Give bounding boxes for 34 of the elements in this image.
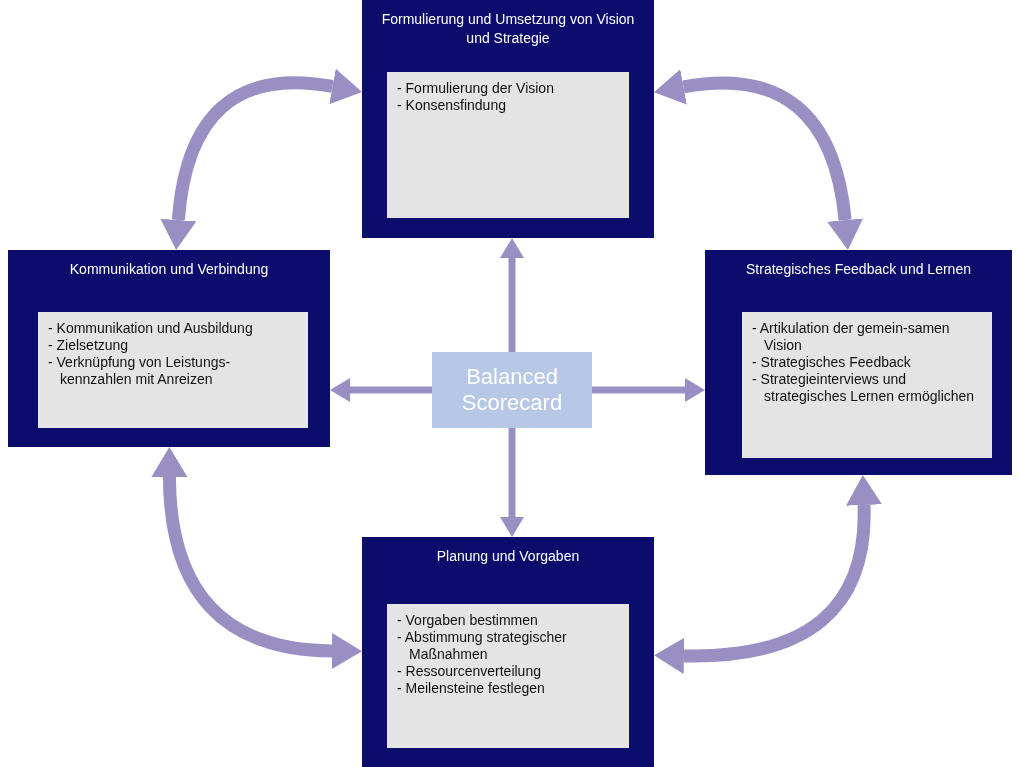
dark-frame-box: [362, 537, 654, 767]
list-panel: [742, 312, 992, 458]
bullet-item: - Strategieinterviews und strategisches Lernen ermöglichen: [752, 371, 976, 405]
dark-frame-box: [8, 250, 330, 447]
arrow: [500, 428, 524, 537]
arrow: [500, 238, 524, 352]
bullet-item: - Abstimmung strategischer Maßnahmen: [397, 629, 568, 663]
frame-heading: Planung und Vorgaben: [435, 547, 581, 566]
bullet-item: - Konsensfindung: [397, 97, 507, 114]
bullet-item: - Meilensteine festlegen: [397, 680, 546, 697]
curved-double-arrow: [653, 69, 863, 250]
list-panel: [387, 604, 629, 748]
dark-frame-box: [705, 250, 1012, 475]
dark-frame-box: [362, 0, 654, 238]
list-panel: [387, 72, 629, 218]
bullet-item: - Strategisches Feedback: [752, 354, 912, 371]
frame-heading: Strategisches Feedback und Lernen: [745, 260, 972, 279]
bullet-item: - Kommunikation und Ausbildung: [48, 320, 254, 337]
arrow: [330, 378, 432, 402]
arrow: [592, 378, 705, 402]
bullet-item: - Zielsetzung: [48, 337, 130, 354]
bullet-item: - Formulierung der Vision: [397, 80, 555, 97]
curved-double-arrow: [160, 68, 363, 250]
frame-heading: Kommunikation und Verbindung: [68, 260, 270, 279]
curved-double-arrow: [654, 475, 882, 674]
list-panel: [38, 312, 308, 428]
bullet-item: - Ressourcenverteilung: [397, 663, 542, 680]
frame-heading: Formulierung und Umsetzung von Vision und Strategie: [380, 10, 636, 48]
bullet-item: - Vorgaben bestimmen: [397, 612, 539, 629]
center-title: Balanced Scorecard: [460, 364, 564, 416]
center-box: [432, 352, 592, 428]
curved-double-arrow: [151, 447, 362, 669]
bullet-item: - Artikulation der gemein-samen Vision: [752, 320, 951, 354]
bullet-item: - Verknüpfung von Leistungs-kennzahlen mit Anreizen: [48, 354, 232, 388]
